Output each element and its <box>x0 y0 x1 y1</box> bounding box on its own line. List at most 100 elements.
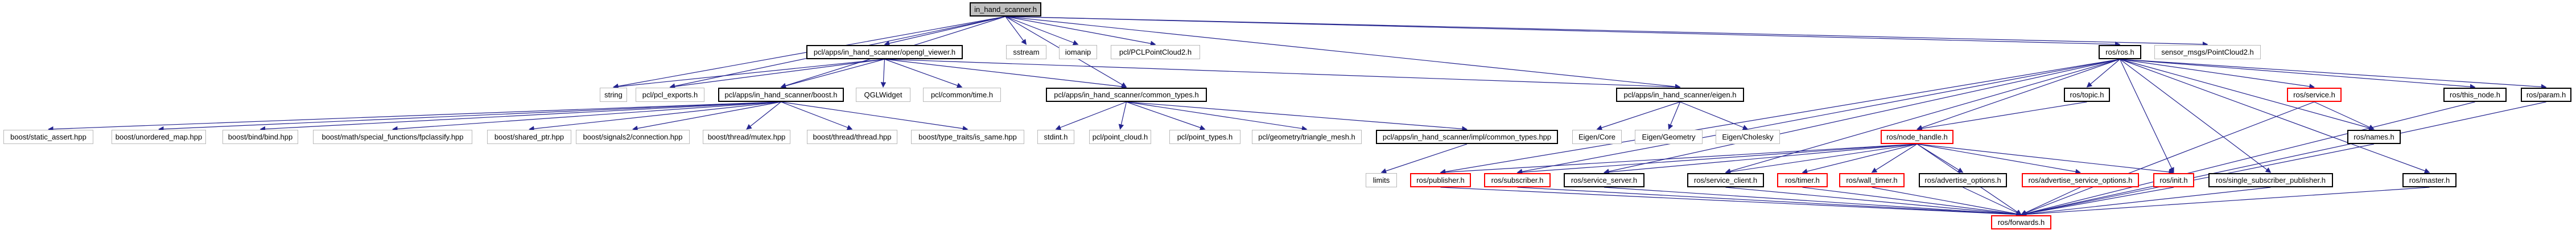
edge-ros_timer-ros_forwards <box>1802 187 2022 217</box>
graph-node-opengl_viewer[interactable]: pcl/apps/in_hand_scanner/opengl_viewer.h <box>806 45 963 59</box>
graph-node-b_mutex: boost/thread/mutex.hpp <box>703 130 790 144</box>
edge-ros_ros-ros_service_client <box>1725 59 2120 174</box>
edge-ros_node_handle-ros_timer <box>1802 143 1918 174</box>
edge-ihs_boost-b_shared_ptr <box>529 101 781 132</box>
edge-ros_node_handle-ros_service_client <box>1725 143 1918 175</box>
edge-opengl_viewer-qglwidget <box>880 59 887 88</box>
graph-node-ros_this_node[interactable]: ros/this_node.h <box>2443 88 2507 102</box>
graph-node-eigen_geometry: Eigen/Geometry <box>1635 130 1703 144</box>
graph-node-ihs_boost[interactable]: pcl/apps/in_hand_scanner/boost.h <box>718 88 844 102</box>
graph-node-ros_topic[interactable]: ros/topic.h <box>2064 88 2110 102</box>
graph-node-pcl_point_cloud: pcl/point_cloud.h <box>1089 130 1151 144</box>
edge-ihs_boost-b_thread <box>781 101 853 130</box>
edge-ros_ros-ros_service_server <box>1604 59 2120 174</box>
edge-root-pcl_pointcloud2 <box>1005 16 1156 47</box>
edge-root-ihs_eigen <box>1005 16 1681 89</box>
graph-node-ros_names[interactable]: ros/names.h <box>2347 130 2401 144</box>
graph-node-b_static_assert: boost/static_assert.hpp <box>3 130 93 144</box>
edge-ros_names-ros_forwards <box>2021 143 2375 217</box>
edge-ros_ros-ros_this_node <box>2120 59 2476 90</box>
graph-node-ros_param[interactable]: ros/param.h <box>2521 88 2571 102</box>
edge-ihs_boost-b_mutex <box>746 101 781 130</box>
graph-node-iomanip: iomanip <box>1059 45 1097 59</box>
graph-node-ros_adv_options[interactable]: ros/advertise_options.h <box>1919 173 2007 187</box>
graph-node-ros_timer[interactable]: ros/timer.h <box>1777 173 1828 187</box>
edge-opengl_viewer-ihs_eigen <box>884 59 1681 90</box>
edge-ros_init-ros_forwards <box>2021 187 2174 217</box>
edge-ros_node_handle-ros_adv_options <box>1916 143 1964 173</box>
edge-ihs_boost-b_signals2 <box>632 101 781 132</box>
graph-node-ros_subscriber[interactable]: ros/subscriber.h <box>1484 173 1551 187</box>
edge-ros_publisher-ros_forwards <box>1440 187 2022 217</box>
edge-ros_subscriber-ros_forwards <box>1517 187 2022 217</box>
edge-ihs_impl-limits <box>1380 143 1468 174</box>
graph-node-ihs_impl[interactable]: pcl/apps/in_hand_scanner/impl/common_typ… <box>1376 130 1558 144</box>
graph-node-b_is_same: boost/type_traits/is_same.hpp <box>911 130 1024 144</box>
edge-ros_wall_timer-ros_forwards <box>1872 187 2022 217</box>
graph-node-string: string <box>600 88 627 102</box>
edge-ihs_common_types-pcl_triangle_mesh <box>1126 101 1308 132</box>
edge-ros_node_handle-ros_adv_svc_options <box>1916 143 2081 175</box>
graph-node-ihs_common_types[interactable]: pcl/apps/in_hand_scanner/common_types.h <box>1046 88 1207 102</box>
graph-node-ros_node_handle[interactable]: ros/node_handle.h <box>1881 130 1953 144</box>
graph-node-ros_service_client[interactable]: ros/service_client.h <box>1687 173 1764 187</box>
graph-node-ros_wall_timer[interactable]: ros/wall_timer.h <box>1839 173 1905 187</box>
graph-node-ros_publisher[interactable]: ros/publisher.h <box>1410 173 1471 187</box>
graph-node-root: in_hand_scanner.h <box>970 2 1041 17</box>
edge-opengl_viewer-string <box>613 59 885 89</box>
edge-ros_service-ros_forwards <box>2021 101 2315 216</box>
edge-ihs_eigen-eigen_cholesky <box>1680 101 1749 130</box>
graph-node-pcl_common_time: pcl/common/time.h <box>923 88 1001 102</box>
edge-ros_ros-ros_param <box>2120 59 2547 90</box>
edge-root-iomanip <box>1005 16 1079 46</box>
edge-ros_ros-ros_node_handle <box>1916 59 2120 130</box>
edge-ihs_common_types-stdint <box>1055 101 1127 130</box>
edge-ihs_boost-b_static_assert <box>48 101 781 132</box>
graph-node-ros_sssp[interactable]: ros/single_subscriber_publisher.h <box>2208 173 2333 187</box>
edge-ros_service_server-ros_forwards <box>1604 187 2022 217</box>
graph-node-ros_service[interactable]: ros/service.h <box>2287 88 2342 102</box>
edge-ros_topic-ros_node_handle <box>1916 101 2087 132</box>
graph-node-ros_init[interactable]: ros/init.h <box>2153 173 2194 187</box>
edge-ihs_eigen-eigen_core <box>1596 101 1680 130</box>
edge-opengl_viewer-ihs_boost <box>780 59 885 89</box>
edge-ros_ros-ros_names <box>2120 59 2375 131</box>
edge-ihs_common_types-pcl_point_types <box>1126 101 1206 130</box>
graph-node-pcl_triangle_mesh: pcl/geometry/triangle_mesh.h <box>1252 130 1362 144</box>
graph-node-qglwidget: QGLWidget <box>856 88 910 102</box>
edge-ros_sssp-ros_forwards <box>2021 187 2271 217</box>
edge-ihs_boost-b_unordered_map <box>158 101 781 132</box>
graph-node-b_shared_ptr: boost/shared_ptr.hpp <box>487 130 571 144</box>
edge-ros_service_client-ros_forwards <box>1725 187 2022 217</box>
graph-node-pcl_pointcloud2: pcl/PCLPointCloud2.h <box>1111 45 1200 59</box>
edge-ihs_eigen-eigen_geometry <box>1668 101 1681 130</box>
edge-ros_adv_options-ros_forwards <box>1963 187 2022 215</box>
graph-node-sensor_msgs_pc2: sensor_msgs/PointCloud2.h <box>2154 45 2261 59</box>
graph-node-b_bind: boost/bind/bind.hpp <box>222 130 298 144</box>
graph-node-sstream: sstream <box>1006 45 1046 59</box>
edge-ihs_common_types-ihs_impl <box>1126 101 1468 132</box>
edge-opengl_viewer-pcl_exports <box>669 59 885 89</box>
edge-ros_node_handle-ros_wall_timer <box>1871 143 1918 173</box>
edge-ros_ros-ros_service <box>2120 59 2315 89</box>
edge-ros_ros-ros_init <box>2119 59 2174 173</box>
edge-ihs_boost-b_is_same <box>781 101 968 132</box>
edge-ihs_boost-b_bind <box>259 101 781 132</box>
edge-ros_ros-ros_subscriber <box>1516 59 2120 175</box>
graph-node-ros_service_server[interactable]: ros/service_server.h <box>1564 173 1644 187</box>
edge-ros_ros-ros_sssp <box>2120 59 2272 173</box>
graph-node-ihs_eigen[interactable]: pcl/apps/in_hand_scanner/eigen.h <box>1616 88 1744 102</box>
graph-node-b_thread: boost/thread/thread.hpp <box>807 130 897 144</box>
edge-ros_ros-ros_publisher <box>1440 59 2120 175</box>
graph-node-ros_ros[interactable]: ros/ros.h <box>2099 45 2141 59</box>
graph-node-limits: limits <box>1366 173 1397 187</box>
edge-root-opengl_viewer <box>884 16 1006 46</box>
graph-node-ros_adv_svc_options[interactable]: ros/advertise_service_options.h <box>2022 173 2139 187</box>
graph-node-ros_forwards[interactable]: ros/forwards.h <box>1991 215 2051 229</box>
graph-node-ros_master[interactable]: ros/master.h <box>2402 173 2457 187</box>
edge-opengl_viewer-ihs_common_types <box>884 59 1127 89</box>
graph-node-eigen_cholesky: Eigen/Cholesky <box>1716 130 1780 144</box>
graph-node-pcl_exports: pcl/pcl_exports.h <box>636 88 704 102</box>
